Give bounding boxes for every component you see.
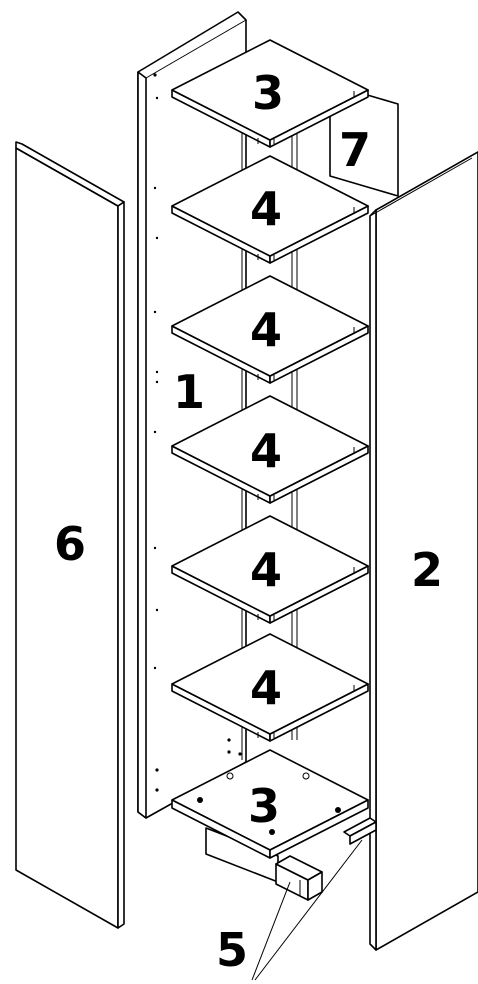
label-top-shelf: 3 bbox=[252, 66, 284, 120]
label-shelf-5: 4 bbox=[250, 661, 282, 715]
shelf-1 bbox=[171, 155, 369, 264]
shelf-3 bbox=[171, 395, 369, 504]
shelf-4 bbox=[171, 515, 369, 624]
shelf-2 bbox=[171, 275, 369, 384]
label-bottom-shelf: 3 bbox=[248, 779, 280, 833]
shelves bbox=[171, 39, 369, 742]
drill-holes bbox=[153, 73, 242, 792]
label-shelf-4: 4 bbox=[250, 543, 282, 597]
label-back-panel: 7 bbox=[339, 123, 371, 177]
top-shelf bbox=[171, 39, 369, 148]
label-shelf-1: 4 bbox=[250, 182, 282, 236]
label-shelf-2: 4 bbox=[250, 303, 282, 357]
label-left-side: 1 bbox=[173, 365, 205, 419]
shelf-5 bbox=[171, 633, 369, 742]
right-side-panel bbox=[369, 151, 478, 951]
bottom-shelf-assembly bbox=[171, 749, 377, 981]
label-right-side: 2 bbox=[411, 543, 443, 597]
door-panel bbox=[15, 141, 125, 929]
label-door: 6 bbox=[54, 517, 86, 571]
label-shelf-3: 4 bbox=[250, 424, 282, 478]
back-panel bbox=[329, 83, 399, 197]
label-rails: 5 bbox=[216, 923, 248, 977]
